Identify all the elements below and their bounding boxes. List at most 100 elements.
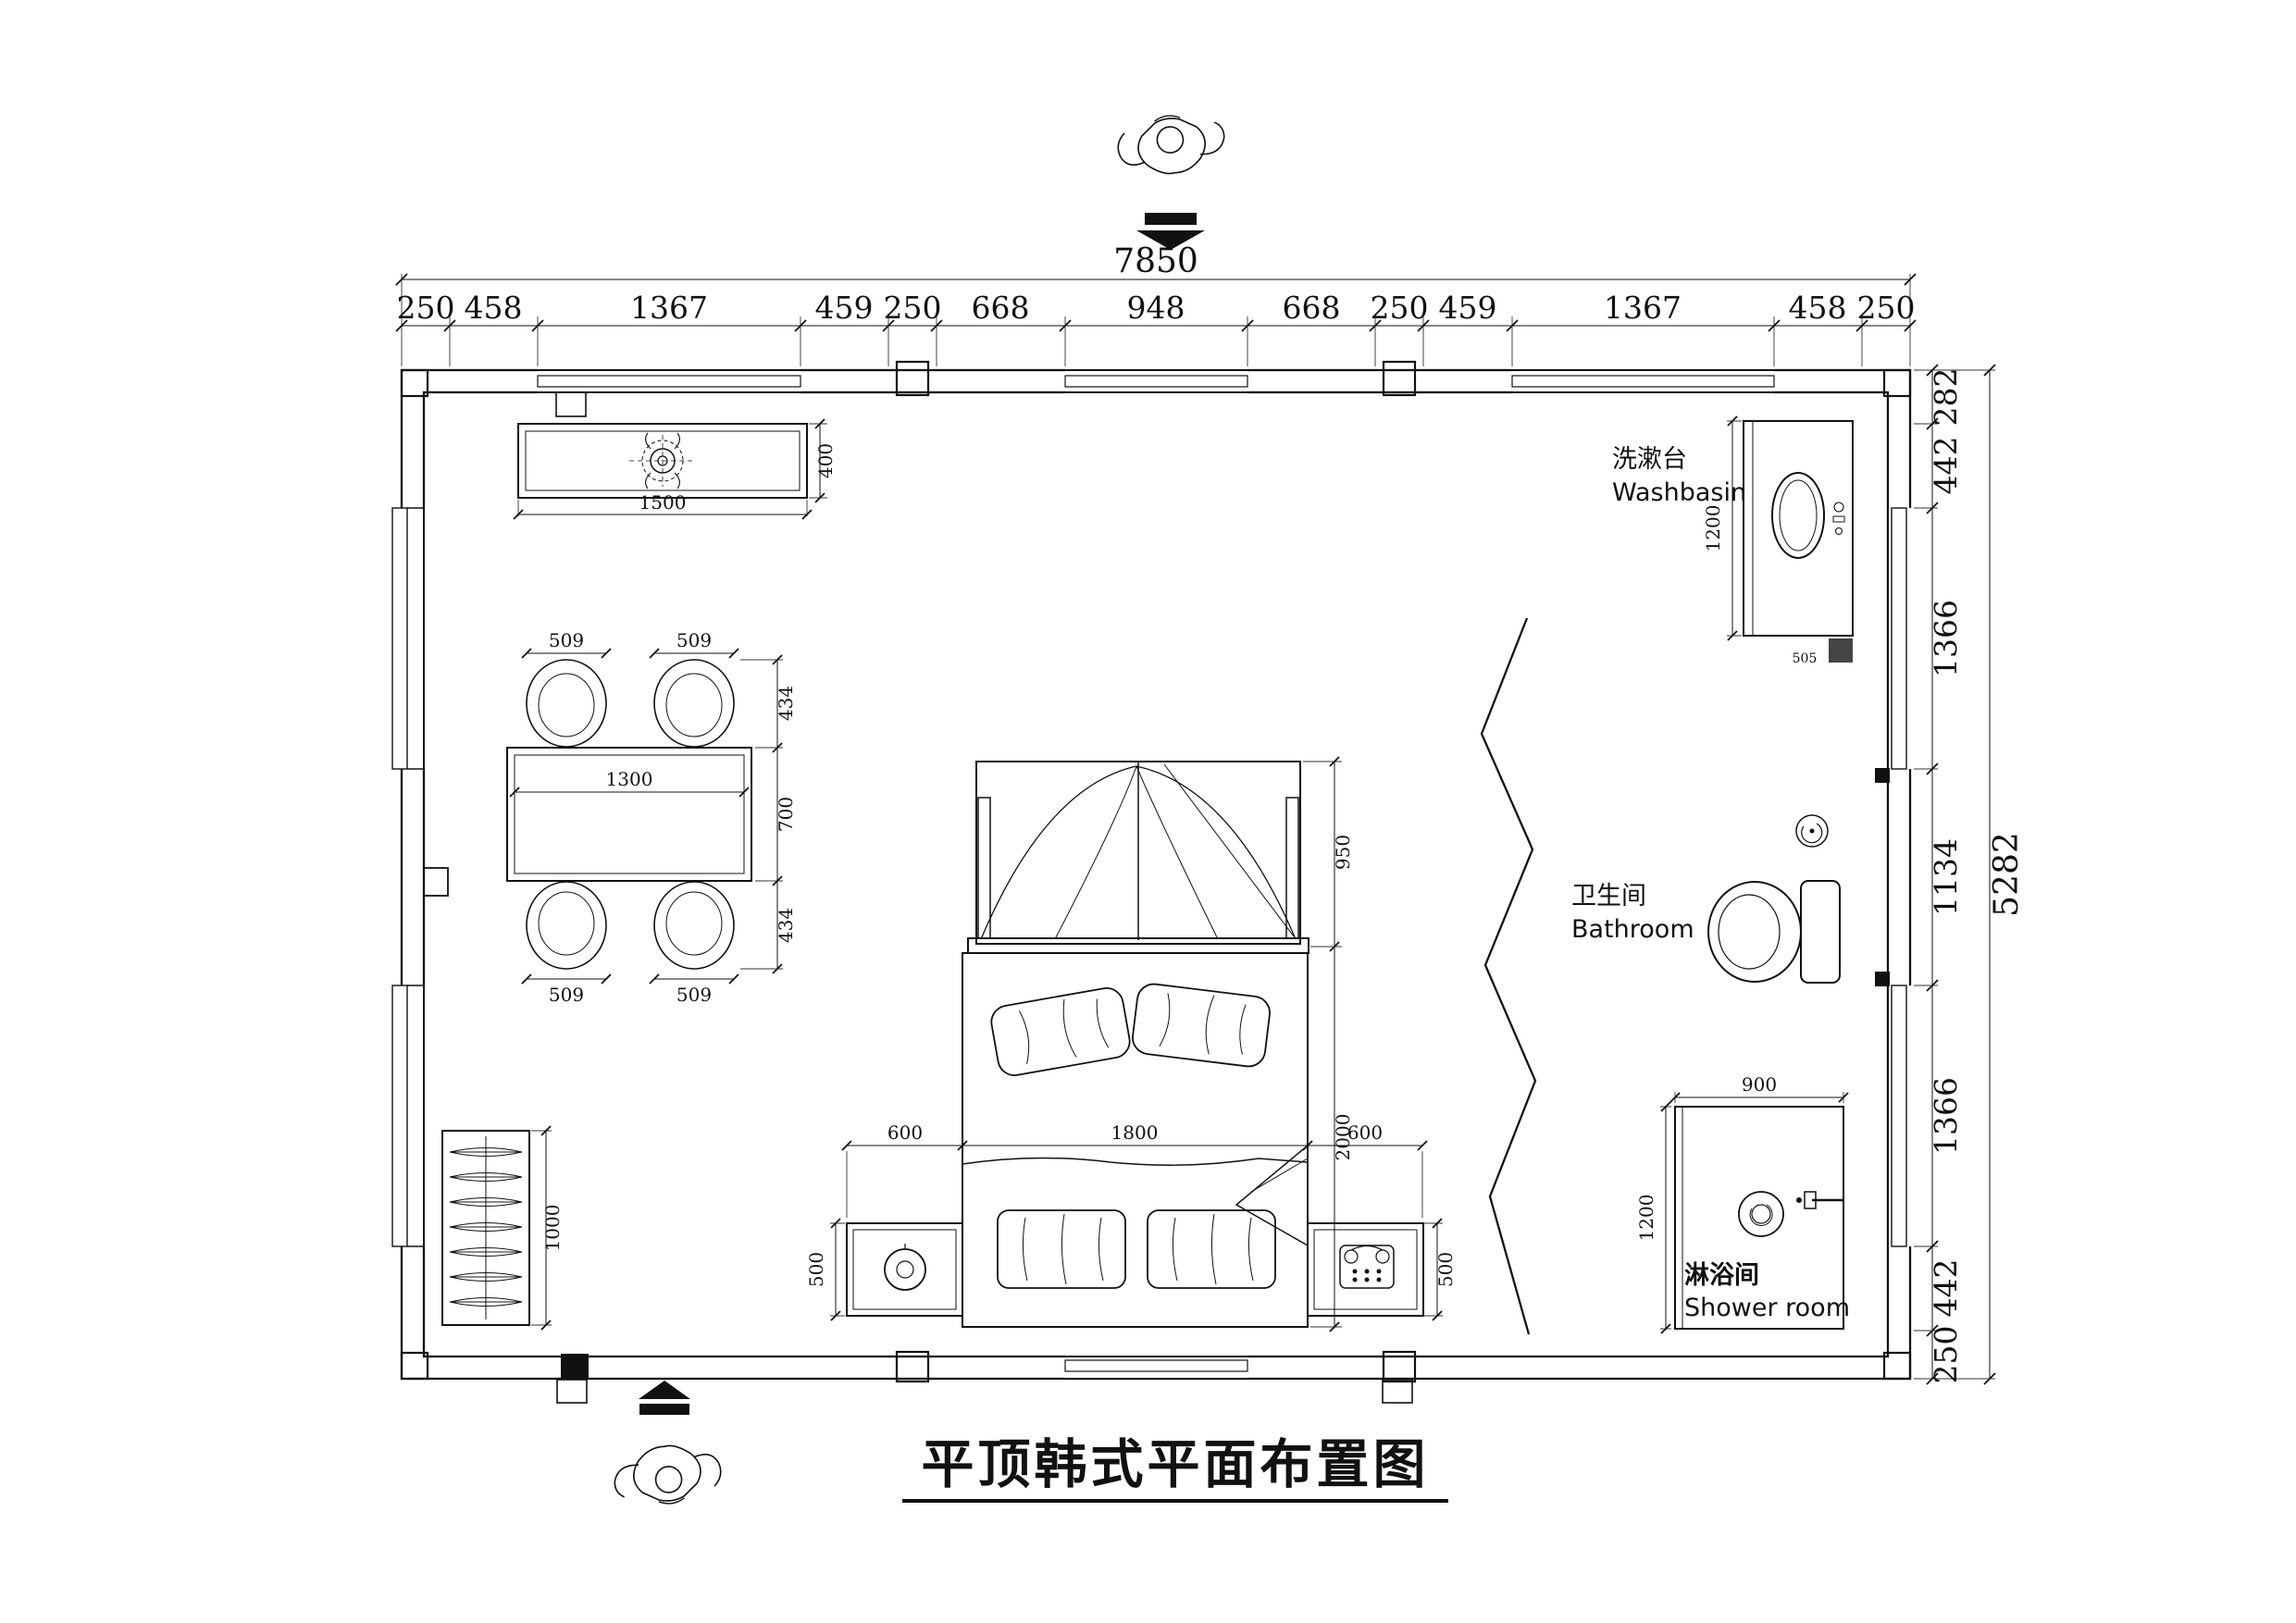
ceiling-fan-icon <box>629 432 696 489</box>
column-left-mid <box>423 867 449 897</box>
walls <box>400 368 1912 1381</box>
dim-label: 250 <box>1857 290 1916 326</box>
dim-wardrobe-length: 1000 <box>541 1205 564 1252</box>
counter-block <box>1829 638 1853 663</box>
bed-post <box>977 797 991 939</box>
shower-room: 900 1200 淋浴间 Shower room <box>1635 1073 1850 1334</box>
dim-bed-side: 600 <box>1347 1121 1383 1144</box>
dim-basin-counter: 1200 <box>1702 505 1724 552</box>
dim-label: 459 <box>1439 290 1497 326</box>
window-top-center <box>1064 368 1248 394</box>
bed-canopy <box>967 761 1309 954</box>
pillow <box>990 987 1131 1076</box>
hangers <box>449 1147 523 1307</box>
column-bottom-2 <box>1382 1350 1417 1383</box>
window-right-upper <box>1887 507 1915 770</box>
dim-total-height: 5282 <box>1988 832 2026 917</box>
pillow <box>1132 983 1271 1068</box>
column-top-inner <box>555 391 587 417</box>
dim-label: 442 <box>1928 1259 1964 1318</box>
dim-label: 1367 <box>1604 290 1682 326</box>
dim-total-width: 7850 <box>1113 242 1198 280</box>
bathroom-label-zh: 卫生间 <box>1571 882 1646 911</box>
dim-chair-width: 509 <box>549 984 584 1006</box>
dim-label: 948 <box>1127 290 1185 326</box>
windows <box>391 368 1915 1380</box>
tv-cabinet: 1500 400 <box>513 418 837 520</box>
window-right-lower <box>1887 985 1915 1247</box>
cushion <box>997 1209 1126 1289</box>
dimension-chain-right: 282 442 1366 1134 1366 442 250 5282 <box>1914 364 2026 1385</box>
dim-shower-depth: 1200 <box>1635 1195 1657 1242</box>
entry-person-bottom <box>609 1438 726 1512</box>
columns <box>400 360 1912 1404</box>
dim-label: 458 <box>465 290 523 326</box>
dim-label: 282 <box>1928 368 1964 427</box>
dim-label: 458 <box>1789 290 1847 326</box>
dim-table-width: 1300 <box>606 768 653 790</box>
nightstand-left: 500 <box>805 1218 963 1321</box>
dim-label: 250 <box>1928 1326 1964 1384</box>
toilet <box>1707 880 1841 984</box>
dim-label: 1366 <box>1928 600 1964 677</box>
toilet-tank <box>1800 880 1841 984</box>
column-corner-top-left <box>400 368 429 398</box>
column-corner-top-right <box>1882 368 1912 398</box>
dim-label: 668 <box>972 290 1030 326</box>
chair <box>526 659 607 748</box>
dim-label: 459 <box>815 290 874 326</box>
column-corner-bottom-right <box>1882 1351 1912 1381</box>
dim-label: 1134 <box>1928 838 1964 916</box>
window-left-upper <box>391 507 427 770</box>
toilet-bowl <box>1707 881 1802 983</box>
title-underline <box>902 1499 1448 1503</box>
blanket <box>962 1145 1309 1246</box>
dim-label: 1366 <box>1928 1077 1964 1155</box>
dim-bed-length: 2000 <box>1332 1114 1354 1161</box>
dimension-chain-top: 250 458 1367 459 250 668 948 668 250 459… <box>395 242 1917 366</box>
zigzag-partition <box>1480 617 1537 1335</box>
dining-set: 509 509 509 509 1300 434 700 434 <box>506 629 797 1006</box>
dim-tv-depth: 400 <box>814 443 837 478</box>
column-right-mark-1 <box>1875 768 1890 783</box>
wardrobe: 1000 <box>441 1125 564 1331</box>
window-top-left <box>537 368 801 394</box>
column-bottom-outer-1 <box>556 1379 588 1404</box>
column-bottom-outer-2 <box>1382 1379 1413 1404</box>
entry-arrow-top <box>1136 213 1205 250</box>
bed-mattress <box>962 952 1309 1328</box>
headboard <box>967 937 1309 954</box>
column-right-mark-2 <box>1875 972 1890 986</box>
dim-bed-side: 600 <box>887 1121 923 1144</box>
nightstand-right: 500 <box>1307 1218 1457 1321</box>
shower-label-en: Shower room <box>1684 1294 1850 1322</box>
dim-label: 442 <box>1928 437 1964 495</box>
basin-icon <box>1771 472 1845 559</box>
column-top-2 <box>1382 360 1417 397</box>
floor-drain-icon <box>1795 814 1829 848</box>
washbasin-label-zh: 洗漱台 <box>1612 445 1687 474</box>
washbasin-label-en: Washbasin <box>1612 478 1746 507</box>
dim-chair-depth: 434 <box>775 908 797 943</box>
dim-chair-width: 509 <box>676 984 712 1006</box>
column-top-1 <box>895 360 930 397</box>
dim-shower-width: 900 <box>1742 1073 1777 1096</box>
window-left-lower <box>391 985 427 1247</box>
dim-label: 250 <box>1371 290 1429 326</box>
washbasin-counter: 505 1200 <box>1702 415 1854 666</box>
dim-label: 668 <box>1283 290 1341 326</box>
dining-table <box>506 747 752 882</box>
dim-chair-width: 509 <box>549 629 584 651</box>
entry-person-top <box>1113 107 1230 181</box>
shower-label-zh: 淋浴间 <box>1684 1261 1759 1290</box>
dim-chair-depth: 434 <box>775 686 797 721</box>
dim-tv-width: 1500 <box>639 491 687 514</box>
lamp-icon <box>884 1244 926 1291</box>
column-bottom-1 <box>895 1350 930 1383</box>
dim-label: 250 <box>884 290 942 326</box>
chair <box>526 881 607 970</box>
bathroom-label-en: Bathroom <box>1571 915 1694 944</box>
dim-nightstand: 500 <box>805 1252 827 1287</box>
